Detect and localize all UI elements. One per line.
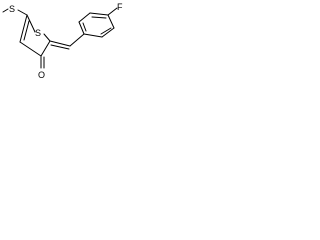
bond-ar3-ar4 xyxy=(89,12,109,16)
bond-ar4-ar5 xyxy=(107,14,115,29)
bond-c5-ring-s xyxy=(26,14,36,33)
bond-ring-s-c2 xyxy=(43,33,51,42)
bond-ar5-ar6-inner xyxy=(100,27,112,35)
chemical-structure: S S O F xyxy=(2,2,123,80)
bond-ar2-ar3 xyxy=(78,12,91,23)
bond-c2-methine-double xyxy=(50,44,70,50)
atom-label-carbonyl-o: O xyxy=(38,70,45,80)
bond-ar1-ar2-inner xyxy=(82,22,87,32)
atom-label-thioether-s: S xyxy=(9,4,15,14)
bond-ar5-ar6 xyxy=(101,27,115,38)
bond-methyl-s xyxy=(2,8,9,13)
bond-c4-c5-double xyxy=(23,20,30,41)
atom-label-fluorine: F xyxy=(117,2,123,12)
bond-c3-c4 xyxy=(19,41,42,57)
bond-ar6-ar1 xyxy=(83,33,103,38)
bond-c4-c5 xyxy=(19,14,28,43)
bond-ar3-ar4-inner xyxy=(91,16,107,19)
bond-ar1-ar2 xyxy=(78,21,85,35)
bond-s-c5 xyxy=(17,9,28,16)
bond-c2-methine xyxy=(49,40,71,47)
bond-ar4-f xyxy=(107,7,118,16)
bond-methine-aryl xyxy=(69,33,85,47)
bond-c2-c3 xyxy=(40,40,51,57)
atom-label-ring-s: S xyxy=(35,28,41,38)
